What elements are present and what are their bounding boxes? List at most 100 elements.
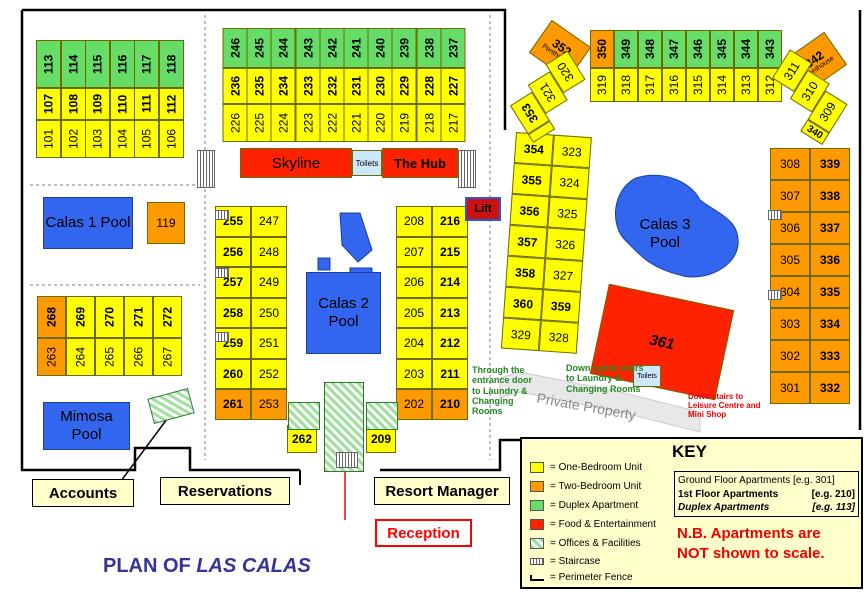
unit-220[interactable]: 220 xyxy=(368,104,393,142)
unit-329[interactable]: 329 xyxy=(500,317,541,352)
unit-318[interactable]: 318 xyxy=(614,68,638,102)
unit-217[interactable]: 217 xyxy=(440,104,466,142)
unit-241[interactable]: 241 xyxy=(344,28,369,68)
unit-248[interactable]: 248 xyxy=(251,236,287,267)
unit-231[interactable]: 231 xyxy=(344,68,369,104)
unit-239[interactable]: 239 xyxy=(392,28,417,68)
unit-207[interactable]: 207 xyxy=(396,236,432,267)
unit-237[interactable]: 237 xyxy=(440,28,466,68)
unit-266[interactable]: 266 xyxy=(124,338,153,376)
unit-251[interactable]: 251 xyxy=(251,328,287,359)
unit-101[interactable]: 101 xyxy=(36,120,61,158)
unit-115[interactable]: 115 xyxy=(85,40,110,88)
unit-203[interactable]: 203 xyxy=(396,358,432,389)
the-hub-venue[interactable]: The Hub xyxy=(382,148,458,178)
unit-270[interactable]: 270 xyxy=(95,296,124,338)
unit-339[interactable]: 339 xyxy=(810,148,850,180)
unit-245[interactable]: 245 xyxy=(247,28,272,68)
unit-113[interactable]: 113 xyxy=(36,40,61,88)
unit-221[interactable]: 221 xyxy=(344,104,369,142)
unit-308[interactable]: 308 xyxy=(770,148,810,180)
unit-224[interactable]: 224 xyxy=(271,104,296,142)
unit-334[interactable]: 334 xyxy=(810,308,850,340)
unit-213[interactable]: 213 xyxy=(432,297,468,328)
unit-111[interactable]: 111 xyxy=(134,88,159,120)
unit-348[interactable]: 348 xyxy=(638,30,662,68)
lift-box[interactable]: Lift xyxy=(465,197,501,221)
unit-359[interactable]: 359 xyxy=(540,289,582,323)
unit-108[interactable]: 108 xyxy=(60,88,86,120)
unit-117[interactable]: 117 xyxy=(134,40,159,88)
unit-315[interactable]: 315 xyxy=(686,68,710,102)
unit-345[interactable]: 345 xyxy=(710,30,734,68)
unit-328[interactable]: 328 xyxy=(538,320,579,354)
unit-347[interactable]: 347 xyxy=(662,30,686,68)
unit-335[interactable]: 335 xyxy=(810,276,850,308)
unit-204[interactable]: 204 xyxy=(396,328,432,359)
unit-343[interactable]: 343 xyxy=(758,30,782,68)
unit-104[interactable]: 104 xyxy=(109,120,135,158)
unit-246[interactable]: 246 xyxy=(223,28,248,68)
unit-332[interactable]: 332 xyxy=(810,372,850,404)
unit-223[interactable]: 223 xyxy=(295,104,321,142)
unit-222[interactable]: 222 xyxy=(319,104,345,142)
unit-211[interactable]: 211 xyxy=(432,358,468,389)
unit-218[interactable]: 218 xyxy=(416,104,442,142)
unit-210[interactable]: 210 xyxy=(432,389,468,420)
unit-235[interactable]: 235 xyxy=(247,68,272,104)
unit-360[interactable]: 360 xyxy=(503,286,544,321)
unit-118[interactable]: 118 xyxy=(158,40,184,88)
unit-316[interactable]: 316 xyxy=(662,68,686,102)
unit-232[interactable]: 232 xyxy=(319,68,345,104)
unit-258[interactable]: 258 xyxy=(215,297,251,328)
unit-253[interactable]: 253 xyxy=(251,389,287,420)
unit-344[interactable]: 344 xyxy=(734,30,758,68)
unit-214[interactable]: 214 xyxy=(432,267,468,298)
unit-107[interactable]: 107 xyxy=(36,88,61,120)
unit-304[interactable]: 304 xyxy=(770,276,810,308)
unit-324[interactable]: 324 xyxy=(549,165,590,200)
unit-264[interactable]: 264 xyxy=(66,338,95,376)
reservations-label[interactable]: Reservations xyxy=(160,477,290,505)
unit-249[interactable]: 249 xyxy=(251,267,287,298)
accounts-label[interactable]: Accounts xyxy=(32,479,134,507)
unit-325[interactable]: 325 xyxy=(547,196,588,231)
unit-234[interactable]: 234 xyxy=(271,68,296,104)
unit-272[interactable]: 272 xyxy=(153,296,182,338)
unit-346[interactable]: 346 xyxy=(686,30,710,68)
unit-202[interactable]: 202 xyxy=(396,389,432,420)
unit-313[interactable]: 313 xyxy=(734,68,758,102)
unit-307[interactable]: 307 xyxy=(770,180,810,212)
unit-356[interactable]: 356 xyxy=(509,193,550,228)
unit-243[interactable]: 243 xyxy=(295,28,321,68)
unit-247[interactable]: 247 xyxy=(251,206,287,237)
unit-238[interactable]: 238 xyxy=(416,28,442,68)
unit-102[interactable]: 102 xyxy=(60,120,86,158)
unit-227[interactable]: 227 xyxy=(440,68,466,104)
unit-110[interactable]: 110 xyxy=(109,88,135,120)
unit-240[interactable]: 240 xyxy=(368,28,393,68)
unit-105[interactable]: 105 xyxy=(134,120,159,158)
unit-252[interactable]: 252 xyxy=(251,358,287,389)
unit-208[interactable]: 208 xyxy=(396,206,432,237)
unit-337[interactable]: 337 xyxy=(810,212,850,244)
unit-233[interactable]: 233 xyxy=(295,68,321,104)
unit-250[interactable]: 250 xyxy=(251,297,287,328)
unit-326[interactable]: 326 xyxy=(545,227,586,261)
unit-116[interactable]: 116 xyxy=(109,40,135,88)
unit-269[interactable]: 269 xyxy=(66,296,95,338)
unit-349[interactable]: 349 xyxy=(614,30,638,68)
unit-103[interactable]: 103 xyxy=(85,120,110,158)
unit-230[interactable]: 230 xyxy=(368,68,393,104)
unit-109[interactable]: 109 xyxy=(85,88,110,120)
unit-303[interactable]: 303 xyxy=(770,308,810,340)
unit-215[interactable]: 215 xyxy=(432,236,468,267)
unit-114[interactable]: 114 xyxy=(60,40,86,88)
unit-219[interactable]: 219 xyxy=(392,104,417,142)
unit-333[interactable]: 333 xyxy=(810,340,850,372)
unit-327[interactable]: 327 xyxy=(543,258,584,292)
unit-350[interactable]: 350 xyxy=(590,30,614,68)
unit-305[interactable]: 305 xyxy=(770,244,810,276)
unit-265[interactable]: 265 xyxy=(95,338,124,376)
unit-355[interactable]: 355 xyxy=(511,162,552,197)
